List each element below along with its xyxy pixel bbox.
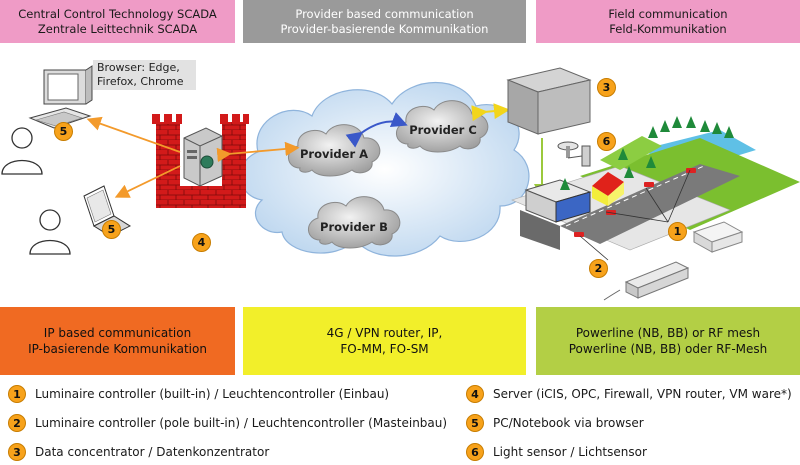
legend-number-2: 2 (8, 414, 26, 432)
legend-number-4: 4 (466, 385, 484, 403)
legend-text-3: Data concentrator / Datenkonzentrator (35, 445, 270, 459)
legend-text-4: Server (iCIS, OPC, Firewall, VPN router,… (493, 387, 792, 401)
header-provider-line1: Provider based communication (295, 6, 474, 21)
provider-c-label: Provider C (409, 123, 477, 137)
legend-text-5: PC/Notebook via browser (493, 416, 644, 430)
header-field: Field communication Feld-Kommunikation (536, 0, 800, 43)
badge-6-sensor: 6 (597, 132, 616, 151)
legend-text-2: Luminaire controller (pole built-in) / L… (35, 416, 448, 430)
pointer-line-1a (605, 211, 669, 223)
band-router: 4G / VPN router, IP, FO-MM, FO-SM (243, 307, 526, 375)
legend-item-6: 6 Light sensor / Lichtsensor (466, 442, 647, 462)
header-scada-line1: Central Control Technology SCADA (18, 6, 217, 21)
band-powerline: Powerline (NB, BB) or RF mesh Powerline … (536, 307, 800, 375)
provider-c-cloud: Provider C (396, 100, 489, 153)
network-diagram: Provider A Provider B Provider C (1, 65, 800, 301)
band-router-line1: 4G / VPN router, IP, (326, 326, 443, 340)
provider-link-arrow (345, 112, 408, 148)
legend-number-6: 6 (466, 443, 484, 461)
badge-1-controller: 1 (668, 222, 687, 241)
server-icon (183, 127, 223, 187)
browser-note-line1: Browser: Edge, (97, 61, 180, 74)
header-scada: Central Control Technology SCADA Zentral… (0, 0, 235, 43)
badge-5-desktop: 5 (54, 122, 73, 141)
firewall-wall (152, 114, 249, 208)
header-provider-line2: Provider-basierende Kommunikation (280, 21, 489, 36)
legend-item-4: 4 Server (iCIS, OPC, Firewall, VPN route… (466, 384, 792, 404)
browser-note-line2: Firefox, Chrome (97, 75, 184, 88)
server-to-provider-arrow (216, 141, 300, 163)
band-ip-line2: IP-basierende Kommunikation (28, 342, 207, 356)
street-scene (511, 116, 800, 251)
legend-item-3: 3 Data concentrator / Datenkonzentrator (8, 442, 269, 462)
server-to-laptop-arrow (114, 165, 181, 198)
legend-text-1: Luminaire controller (built-in) / Leucht… (35, 387, 390, 401)
header-field-line1: Field communication (608, 6, 728, 21)
provider-b-label: Provider B (320, 220, 388, 234)
badge-5-laptop: 5 (102, 220, 121, 239)
light-sensor-icon (557, 141, 591, 167)
legend-item-1: 1 Luminaire controller (built-in) / Leuc… (8, 384, 389, 404)
provider-to-concentrator-arrow (471, 103, 510, 122)
browser-note: Browser: Edge, Firefox, Chrome (93, 60, 196, 90)
header-field-line2: Feld-Kommunikation (609, 21, 727, 36)
badge-4-server: 4 (192, 233, 211, 252)
provider-b-cloud: Provider B (308, 196, 401, 249)
provider-a-label: Provider A (300, 147, 368, 161)
desktop-pc-icon (28, 65, 93, 129)
user-icon-desktop (1, 127, 43, 175)
band-ip-line1: IP based communication (43, 326, 192, 340)
header-provider: Provider based communication Provider-ba… (243, 0, 526, 43)
server-to-pc-arrow (86, 116, 181, 153)
pointer-line-1c (667, 169, 691, 223)
badge-2-controller: 2 (589, 259, 608, 278)
legend-item-5: 5 PC/Notebook via browser (466, 413, 644, 433)
legend-number-3: 3 (8, 443, 26, 461)
laptop-icon (83, 185, 132, 237)
band-ip-communication: IP based communication IP-basierende Kom… (0, 307, 235, 375)
pointer-line-2 (579, 235, 609, 261)
band-router-line2: FO-MM, FO-SM (340, 342, 429, 356)
user-icon-laptop (29, 209, 71, 255)
legend-item-2: 2 Luminaire controller (pole built-in) /… (8, 413, 447, 433)
header-scada-line2: Zentrale Leittechnik SCADA (37, 21, 198, 36)
pointer-line-1b (645, 187, 669, 223)
legend-number-5: 5 (466, 414, 484, 432)
band-powerline-line1: Powerline (NB, BB) or RF mesh (575, 326, 761, 340)
luminaire-controller-pole-icon (603, 261, 690, 301)
data-concentrator-icon (506, 67, 592, 135)
legend-text-6: Light sensor / Lichtsensor (493, 445, 647, 459)
luminaire-controller-builtin-icon (692, 221, 744, 253)
badge-3-concentrator: 3 (597, 78, 616, 97)
band-powerline-line2: Powerline (NB, BB) oder RF-Mesh (568, 342, 768, 356)
legend-number-1: 1 (8, 385, 26, 403)
